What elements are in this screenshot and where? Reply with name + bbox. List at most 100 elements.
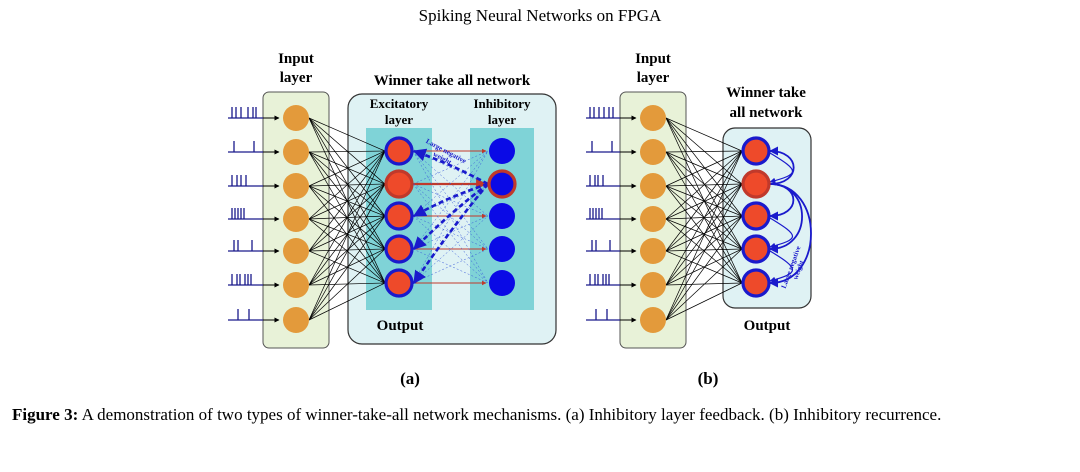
input-connections <box>308 117 386 321</box>
recurrent-inhibition <box>769 152 793 184</box>
caption-label: Figure 3: <box>12 405 79 424</box>
figure-3: Input layer Winner take all network Exci… <box>228 51 812 388</box>
inhibitory-feedback-connections <box>412 148 489 285</box>
inhibitory-feedback <box>412 182 489 218</box>
spike-trains <box>228 107 280 323</box>
connection <box>308 215 386 252</box>
connection <box>665 215 743 252</box>
output-label: Output <box>744 318 791 334</box>
lateral-connection <box>412 183 489 284</box>
spike-train <box>586 309 637 323</box>
connection <box>665 248 743 286</box>
connection <box>665 117 743 152</box>
connection <box>308 150 386 286</box>
spike-train <box>586 208 637 222</box>
spike-train <box>586 240 637 254</box>
connection <box>308 117 386 152</box>
connection <box>665 150 743 220</box>
wta-title-1: Winner take <box>726 85 806 101</box>
connection <box>665 248 743 321</box>
spike-train <box>586 141 637 155</box>
caption-text: A demonstration of two types of winner-t… <box>78 405 942 424</box>
connection <box>308 150 386 187</box>
lateral-connection <box>412 150 489 250</box>
input-neuron <box>640 105 666 131</box>
spike-train <box>228 208 280 222</box>
excitatory-title-1: Excitatory <box>370 96 429 111</box>
inhibitory-title-1: Inhibitory <box>473 96 531 111</box>
input-layer-title-2: layer <box>280 70 313 86</box>
connection <box>665 218 743 284</box>
wta-title: Winner take all network <box>374 73 531 89</box>
excitatory-title-2: layer <box>385 112 413 127</box>
inhibitory-neuron <box>489 270 515 296</box>
connection <box>665 282 743 286</box>
input-neuron <box>283 206 309 232</box>
input-layer-title-1: Input <box>635 51 671 67</box>
excitatory-neuron <box>741 136 771 166</box>
input-neuron <box>283 173 309 199</box>
inhibitory-title-2: layer <box>488 112 516 127</box>
connection <box>308 150 386 321</box>
input-neuron <box>640 238 666 264</box>
connection <box>308 117 386 217</box>
connection <box>665 248 743 252</box>
recurrent-inhibition <box>769 146 812 288</box>
panel-a: Input layer Winner take all network Exci… <box>228 51 557 388</box>
input-neuron <box>640 272 666 298</box>
panel-a-label: (a) <box>400 369 420 388</box>
connection <box>308 215 386 321</box>
connection <box>308 151 386 217</box>
lateral-connection <box>412 183 489 284</box>
input-neuron <box>640 206 666 232</box>
input-neuron <box>640 307 666 333</box>
panel-b: Input layer Winner take all network Outp… <box>586 51 812 388</box>
inhibitory-neuron <box>487 169 517 199</box>
spike-train <box>228 175 280 189</box>
excitatory-neuron <box>384 268 414 298</box>
connection <box>665 282 743 321</box>
connection <box>308 248 386 286</box>
page-header: Spiking Neural Networks on FPGA <box>418 6 662 25</box>
connection <box>665 150 743 321</box>
excitatory-neuron <box>741 234 771 264</box>
recurrent-inhibition <box>769 183 812 288</box>
wta-title-2: all network <box>730 105 804 121</box>
panel-b-label: (b) <box>698 369 719 388</box>
connection <box>308 150 386 220</box>
inhibitory-feedback <box>412 148 489 186</box>
connection <box>665 215 743 286</box>
inhibitory-neuron <box>489 236 515 262</box>
neurons <box>283 105 517 333</box>
connection <box>665 215 743 321</box>
connection <box>665 117 743 217</box>
excitatory-neuron <box>741 201 771 231</box>
spike-train <box>228 240 280 254</box>
lateral-connection <box>412 215 489 284</box>
connection <box>308 183 386 286</box>
connection <box>665 183 743 286</box>
spike-train <box>228 107 280 121</box>
spike-train <box>586 175 637 189</box>
connection <box>665 150 743 252</box>
connection <box>308 248 386 252</box>
inhibitory-feedback <box>412 183 489 285</box>
input-neuron <box>283 238 309 264</box>
winner-neuron <box>741 169 771 199</box>
connection <box>665 150 743 286</box>
input-layer-title-2: layer <box>637 70 670 86</box>
connection <box>308 248 386 321</box>
excitatory-neuron <box>741 268 771 298</box>
connection <box>665 150 743 187</box>
figure-caption: Figure 3: A demonstration of two types o… <box>12 403 1068 426</box>
inhibitory-neuron <box>489 138 515 164</box>
spike-train <box>586 107 637 121</box>
lateral-connection <box>412 150 489 284</box>
inhibitory-neuron <box>489 203 515 229</box>
connection <box>308 150 386 252</box>
connection <box>308 215 386 286</box>
connection <box>665 183 743 321</box>
input-neuron <box>640 139 666 165</box>
connection <box>665 151 743 217</box>
inhibitory-feedback <box>413 182 489 250</box>
